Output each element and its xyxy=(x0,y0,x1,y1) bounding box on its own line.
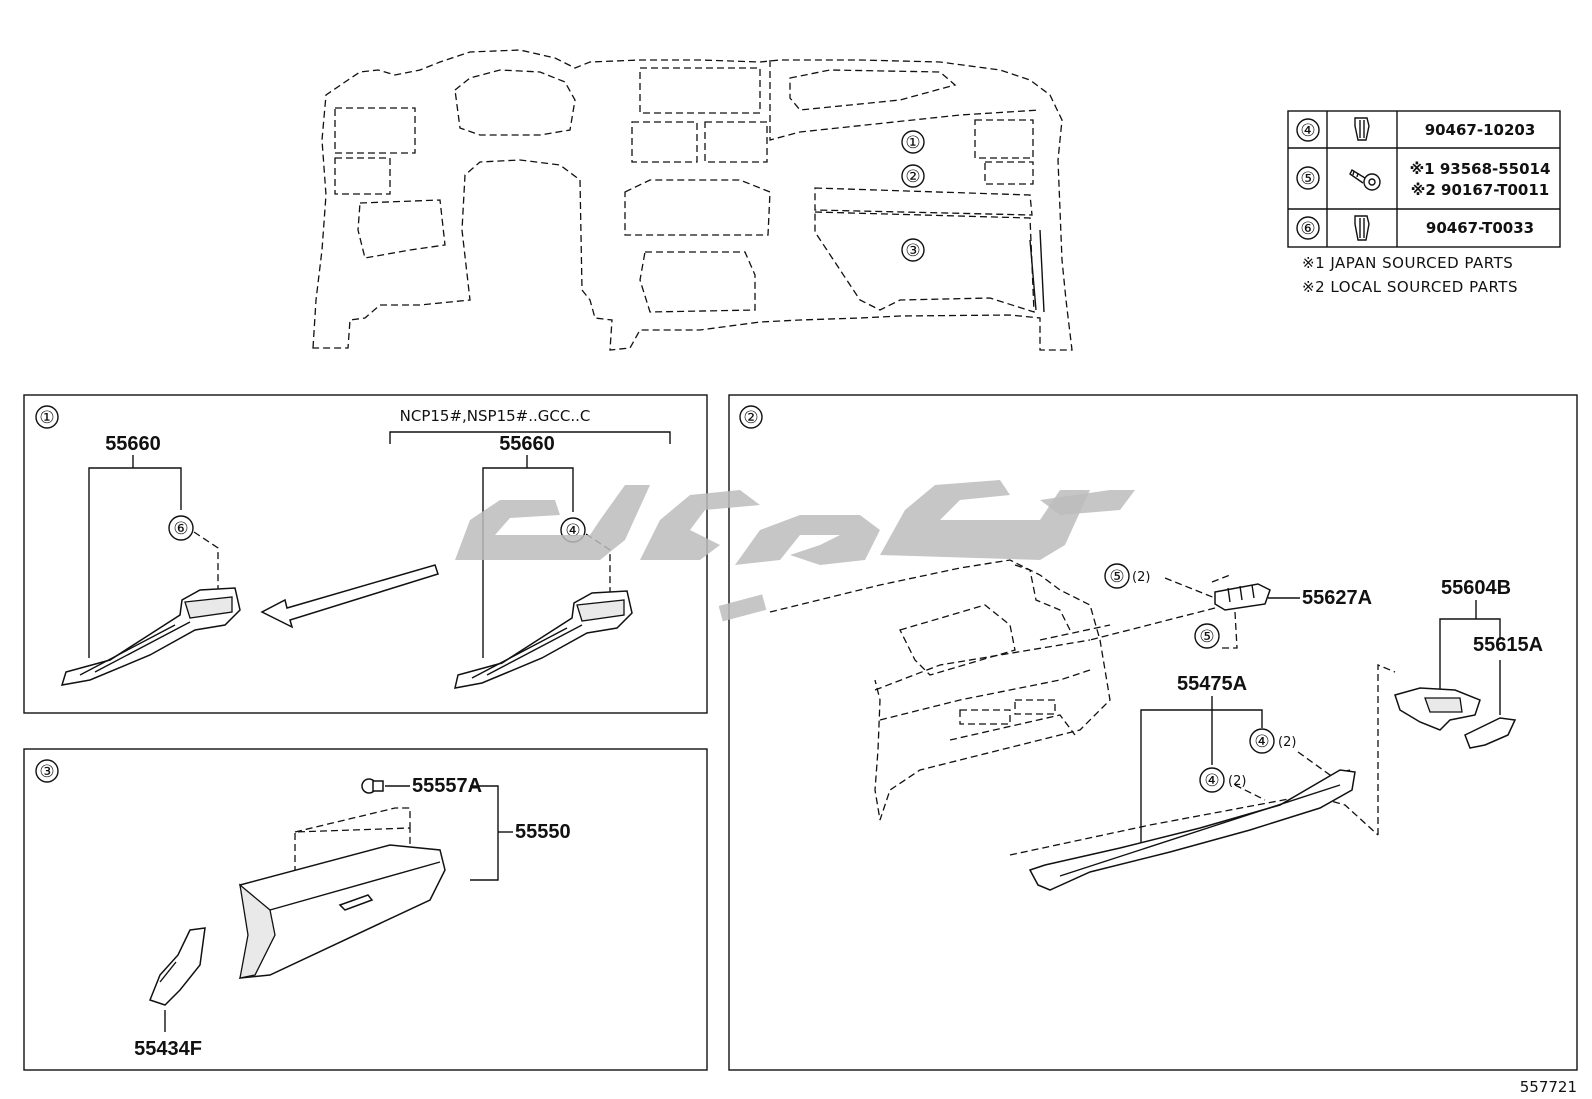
part-55660-right: 55660 xyxy=(499,433,555,455)
panel-1-fastener-6-text: ⑥ xyxy=(173,519,188,539)
legend-note-local: ※2 LOCAL SOURCED PARTS xyxy=(1302,278,1518,296)
panel-1-fastener-6 xyxy=(168,515,194,541)
panel-2-clip-lower xyxy=(1199,767,1225,793)
panel-2-screw-upper-qty: (2) xyxy=(1132,570,1150,585)
diagram-number: 557721 xyxy=(1520,1078,1577,1096)
panel-2-clip-upper-qty: (2) xyxy=(1278,735,1296,750)
panel-2-clip-lower-qty: (2) xyxy=(1228,774,1246,789)
part-55475A: 55475A xyxy=(1177,673,1247,695)
legend-callout-4 xyxy=(1296,118,1320,142)
panel-2: ② ⑤ (2) 55627A ⑤ 55604B xyxy=(728,394,1578,1071)
panel-2-callout-text: ② xyxy=(743,408,758,428)
overview-callout-3 xyxy=(901,238,925,262)
legend-callout-6-text: ⑥ xyxy=(1300,219,1315,239)
panel-3: ③ 55557A 55550 55434F xyxy=(23,748,708,1071)
panel-2-screw-upper-text: ⑤ xyxy=(1109,567,1124,587)
panel-2-clip-upper xyxy=(1249,728,1275,754)
panel-2-screw-lower xyxy=(1194,623,1220,649)
lower-garnish-55475A xyxy=(1028,769,1356,891)
part-55615A: 55615A xyxy=(1473,634,1543,656)
damper-clip xyxy=(361,778,384,794)
legend-part-90467-10203: 90467-10203 xyxy=(1425,121,1536,139)
side-trim-piece xyxy=(149,927,206,1006)
overview-callout-1-text: ① xyxy=(905,133,920,153)
panel-1-callout xyxy=(35,405,59,429)
legend-callout-4-text: ④ xyxy=(1300,121,1315,141)
clip-icon xyxy=(1354,215,1370,241)
panel-3-callout xyxy=(35,759,59,783)
panel-2-clip-lower-text: ④ xyxy=(1204,771,1219,791)
vent-garnish-left xyxy=(60,587,241,686)
part-55434F: 55434F xyxy=(134,1038,202,1060)
overview-callout-1 xyxy=(901,130,925,154)
clip-icon xyxy=(1354,117,1370,141)
legend-callout-6 xyxy=(1296,216,1320,240)
legend-callout-5-text: ⑤ xyxy=(1300,169,1315,189)
fastener-legend: ④ 90467-10203 ⑤ ※1 93568-55014 ※2 90167-… xyxy=(1287,110,1561,296)
legend-part-93568-55014: ※1 93568-55014 xyxy=(1410,160,1551,178)
legend-callout-5 xyxy=(1296,166,1320,190)
watermark-logo xyxy=(455,480,1135,622)
ornament-55615A xyxy=(1464,717,1517,749)
panel-1-callout-text: ① xyxy=(39,408,54,428)
arrow-icon xyxy=(260,564,439,629)
overview-callout-2 xyxy=(901,164,925,188)
panel-2-clip-upper-text: ④ xyxy=(1254,732,1269,752)
legend-note-japan: ※1 JAPAN SOURCED PARTS xyxy=(1302,254,1513,272)
part-55604B: 55604B xyxy=(1441,577,1511,599)
panel-2-screw-lower-text: ⑤ xyxy=(1199,627,1214,647)
panel-2-callout xyxy=(739,405,763,429)
panel-2-screw-upper xyxy=(1104,563,1130,589)
legend-part-90467-T0033: 90467-T0033 xyxy=(1426,219,1534,237)
dashboard-overview: ① ② ③ xyxy=(312,49,1073,351)
screw-bracket-55627A xyxy=(1214,583,1271,611)
variant-label: NCP15#,NSP15#..GCC..C xyxy=(400,407,591,425)
vent-garnish-right xyxy=(454,590,633,689)
part-55660-left: 55660 xyxy=(105,433,161,455)
overview-callout-2-text: ② xyxy=(905,167,920,187)
vent-garnish-55604B xyxy=(1394,687,1481,731)
legend-part-90167-T0011: ※2 90167-T0011 xyxy=(1411,181,1549,199)
part-55627A: 55627A xyxy=(1302,587,1372,609)
instrument-panel-assembly xyxy=(769,559,1111,821)
glove-compartment-door xyxy=(238,844,446,979)
overview-callout-3-text: ③ xyxy=(905,241,920,261)
screw-icon xyxy=(1349,169,1381,191)
part-55557A: 55557A xyxy=(412,775,482,797)
panel-3-callout-text: ③ xyxy=(39,762,54,782)
part-55550: 55550 xyxy=(515,821,571,843)
